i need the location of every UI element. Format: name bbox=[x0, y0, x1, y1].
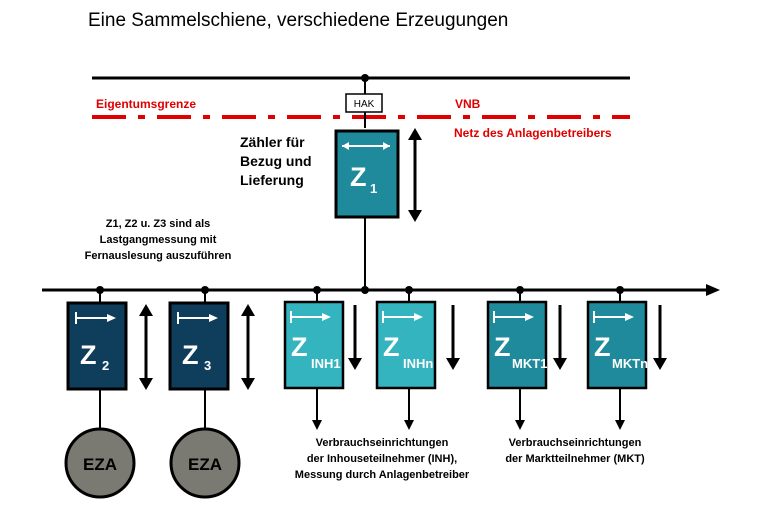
z3-arrow-head-icon bbox=[209, 314, 218, 322]
zmktn-sub-label: MKTn bbox=[612, 356, 648, 371]
page-title: Eine Sammelschiene, verschiedene Erzeugu… bbox=[88, 10, 508, 31]
mkt-line-1: Verbrauchseinrichtungen bbox=[509, 437, 642, 449]
zinhn-arrow-head-icon bbox=[414, 313, 423, 321]
z1-sub-label: 1 bbox=[370, 181, 377, 196]
zinh1-flow-arrow-icon bbox=[348, 358, 362, 370]
zmkt1-arrow-head-icon bbox=[525, 313, 534, 321]
zmktn-out-arrow-icon bbox=[615, 420, 625, 430]
generator-eza-2: EZA bbox=[169, 427, 241, 499]
zinh1-out-arrow-icon bbox=[312, 420, 322, 430]
inh-line-2: der Inhouseteilnehmer (INH), bbox=[307, 453, 457, 465]
zinh1-arrow-head-icon bbox=[322, 313, 331, 321]
z2-sub-label: 2 bbox=[102, 358, 109, 373]
zmkt1-flow-arrow-icon bbox=[553, 358, 567, 370]
z2-label: Z bbox=[80, 340, 97, 370]
inh-line-3: Messung durch Anlagenbetreiber bbox=[295, 469, 470, 481]
busbar-junction-main bbox=[361, 286, 369, 294]
meter-z3: Z 3 bbox=[168, 286, 255, 430]
mkt-line-2: der Marktteilnehmer (MKT) bbox=[505, 453, 645, 465]
zinhn-flow-arrow-icon bbox=[446, 358, 460, 370]
zmktn-label: Z bbox=[594, 332, 611, 362]
zmktn-flow-arrow-icon bbox=[653, 358, 667, 370]
eza-2-circle bbox=[169, 427, 241, 499]
z2-arrow-head-icon bbox=[107, 314, 116, 322]
note-line-3: Fernauslesung auszuführen bbox=[85, 250, 232, 262]
zinh1-label: Z bbox=[291, 332, 308, 362]
z1-label: Z bbox=[350, 162, 367, 192]
zmktn-direction-arrow-icon bbox=[593, 311, 626, 323]
zmkt1-label: Z bbox=[494, 332, 511, 362]
hak-label: HAK bbox=[354, 99, 375, 110]
eza-2-label: EZA bbox=[188, 455, 222, 474]
meter-zinh1: Z INH1 bbox=[283, 286, 362, 430]
zmkt1-out-arrow-icon bbox=[515, 420, 525, 430]
z3-sub-label: 3 bbox=[204, 358, 211, 373]
eza-1-circle bbox=[64, 427, 136, 499]
z3-label: Z bbox=[182, 340, 199, 370]
eza-1-label: EZA bbox=[83, 455, 117, 474]
note-line-1: Z1, Z2 u. Z3 sind als bbox=[106, 218, 211, 230]
zinh1-direction-arrow-icon bbox=[290, 311, 323, 323]
zinh1-sub-label: INH1 bbox=[311, 356, 341, 371]
busbar-arrow-icon bbox=[706, 284, 720, 296]
meter-zmkt1: Z MKT1 bbox=[486, 286, 567, 430]
zinhn-direction-arrow-icon bbox=[382, 311, 415, 323]
zinhn-sub-label: INHn bbox=[403, 356, 433, 371]
z1-desc-line-3: Lieferung bbox=[240, 172, 304, 188]
inh-line-1: Verbrauchseinrichtungen bbox=[316, 437, 449, 449]
note-line-2: Lastgangmessung mit bbox=[100, 234, 217, 246]
z3-direction-arrow-icon bbox=[177, 312, 210, 324]
zinhn-label: Z bbox=[383, 332, 400, 362]
z1-desc-line-1: Zähler für bbox=[240, 134, 305, 150]
zmkt1-direction-arrow-icon bbox=[493, 311, 526, 323]
main-meter-z1 bbox=[334, 129, 400, 219]
meter-zmktn: Z MKTn bbox=[586, 286, 667, 430]
generator-eza-1: EZA bbox=[64, 427, 136, 499]
boundary-sub-label: Netz des Anlagenbetreibers bbox=[454, 126, 612, 140]
meter-zinhn: Z INHn bbox=[375, 286, 460, 430]
zinhn-out-arrow-icon bbox=[404, 420, 414, 430]
zmkt1-sub-label: MKT1 bbox=[512, 356, 547, 371]
boundary-left-label: Eigentumsgrenze bbox=[96, 97, 196, 111]
z2-direction-arrow-icon bbox=[75, 312, 108, 324]
sub-meters: Z 2 Z 3 Z INH1 bbox=[66, 286, 667, 430]
boundary-right-label: VNB bbox=[455, 97, 481, 111]
zmktn-arrow-head-icon bbox=[625, 313, 634, 321]
meter-z2: Z 2 bbox=[66, 286, 153, 430]
z1-desc-line-2: Bezug und bbox=[240, 153, 312, 169]
